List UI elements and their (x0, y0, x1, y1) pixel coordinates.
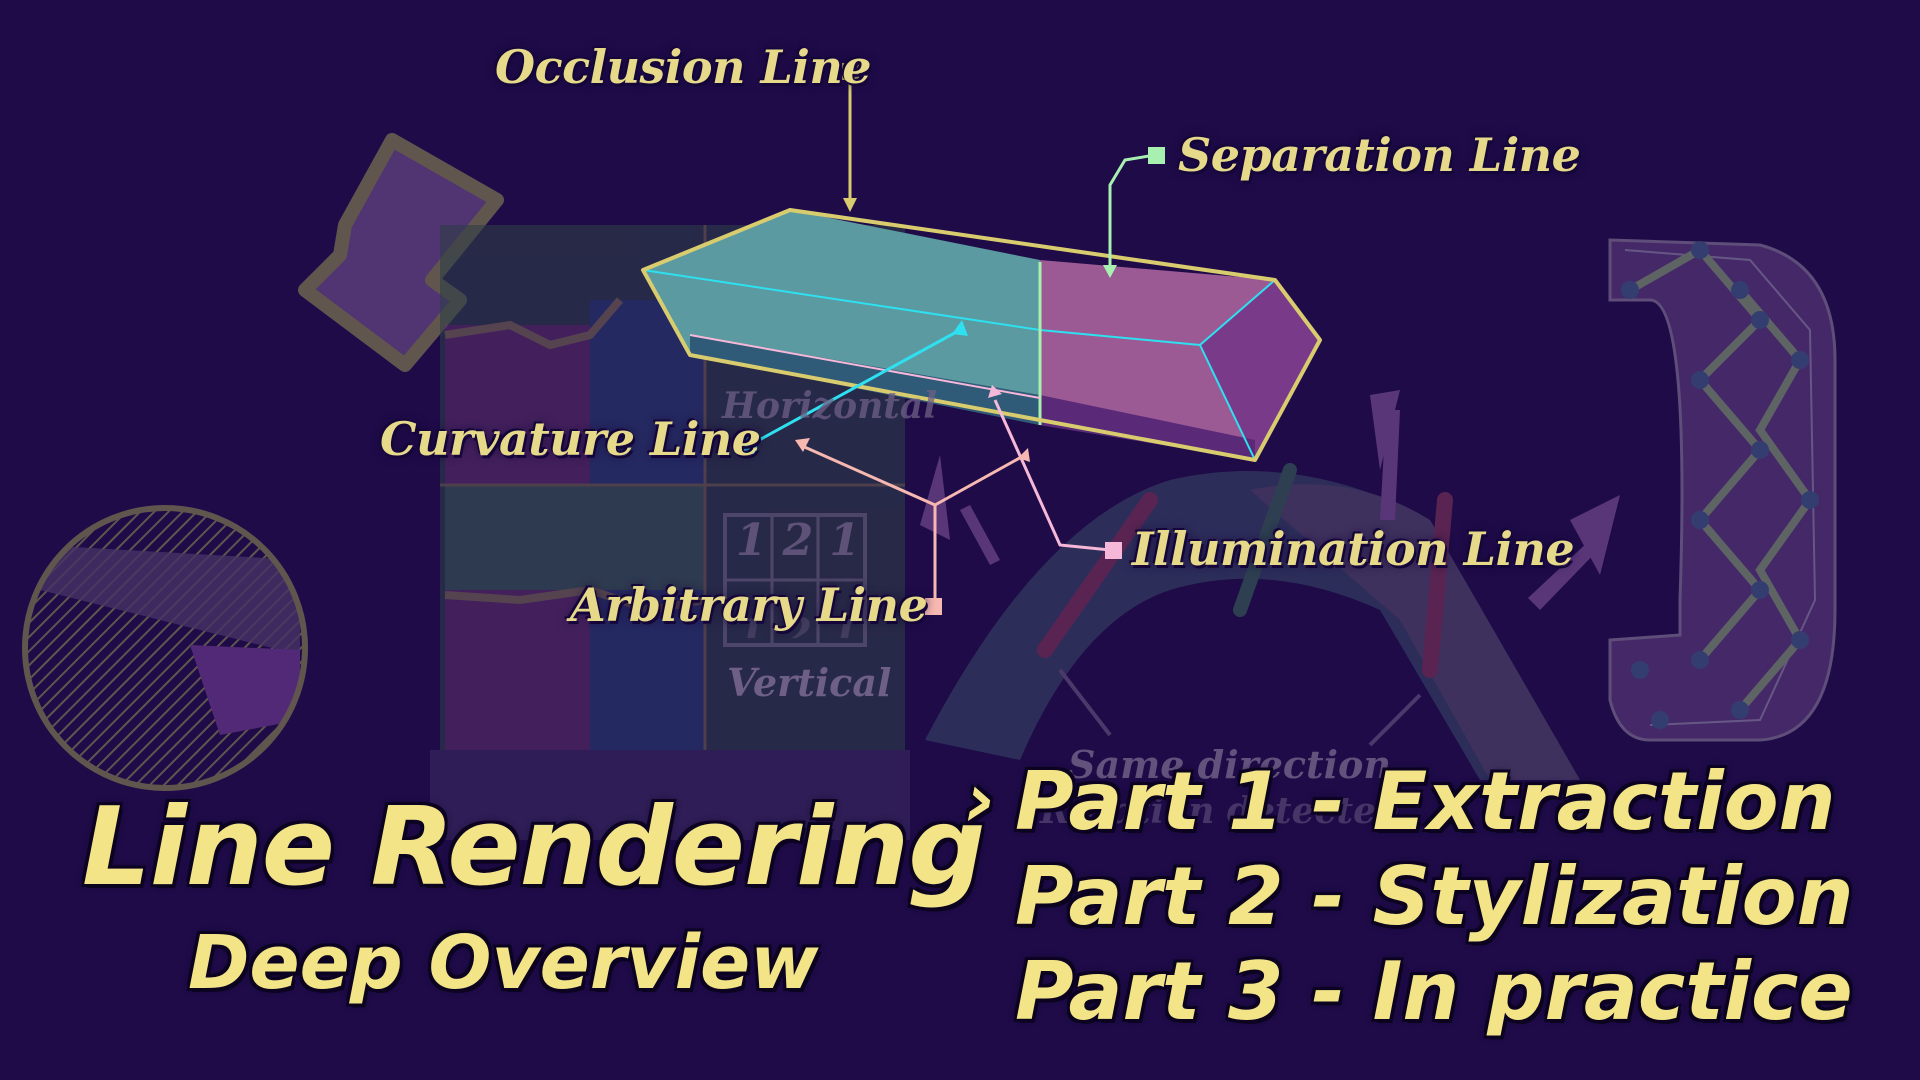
kernel-cell: 2 (782, 515, 814, 566)
kernel-cell: 1 (830, 610, 859, 638)
curvature-line-label: Curvature Line (380, 412, 761, 466)
wireframe-mesh (1608, 238, 1837, 742)
same-direction-label: Same direction (1068, 742, 1391, 787)
leader-lines (749, 70, 1156, 605)
kernel-grid (723, 513, 867, 647)
prism-box (641, 208, 1322, 462)
kernel-cell: 1 (736, 515, 767, 566)
rotation-detected-label: Rotation detected (1040, 790, 1402, 832)
kernel-cell: 2 (784, 610, 812, 638)
kernel-row-top: 1 2 1 (728, 515, 868, 566)
callout-markers (740, 63, 1165, 615)
arbitrary-line-label: Arbitrary Line (570, 578, 928, 632)
horizontal-label: Horizontal (722, 385, 937, 427)
subtitle: Deep Overview (188, 920, 819, 1006)
hatched-sphere (22, 505, 308, 791)
part-item: › Part 1 - Extraction (965, 755, 1836, 850)
part-label: Part 3 - In practice (1015, 945, 1853, 1038)
parts-list: › Part 1 - Extraction Part 2 - Stylizati… (965, 755, 1854, 1040)
orientation-ribbon (920, 390, 1620, 780)
kernel-row-bottom: 1 2 1 (728, 610, 868, 638)
part-item: Part 3 - In practice (965, 945, 1853, 1040)
main-title: Line Rendering (82, 785, 986, 910)
kernel-cell: 1 (737, 610, 766, 638)
part-label: Part 1 - Extraction (1015, 755, 1836, 848)
part-label: Part 2 - Stylization (1015, 850, 1854, 943)
occlusion-line-label: Occlusion Line (495, 40, 872, 94)
separation-line-label: Separation Line (1178, 128, 1581, 182)
current-part-marker-icon: › (965, 755, 997, 844)
kernel-cell: 1 (829, 515, 860, 566)
illumination-line-label: Illumination Line (1132, 522, 1575, 576)
part-item: Part 2 - Stylization (965, 850, 1854, 945)
vertical-label: Vertical (727, 660, 892, 705)
